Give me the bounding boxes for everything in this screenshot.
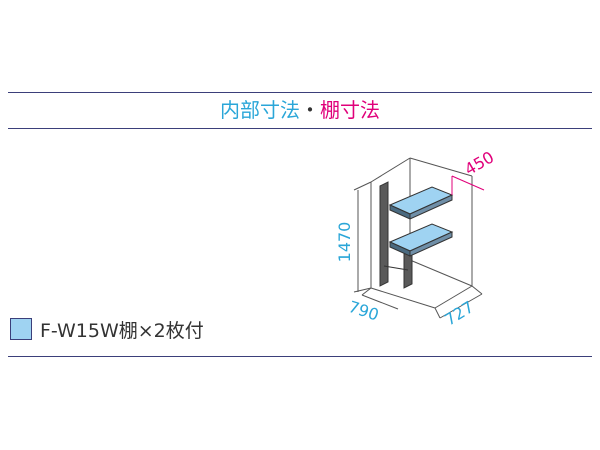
lower-shelf: [388, 223, 454, 257]
height-dimension-line: [353, 181, 372, 293]
title-internal-dimensions: 内部寸法: [220, 98, 300, 122]
depth-label: 727: [441, 297, 477, 329]
height-label: 1470: [335, 222, 354, 263]
width-dimension-line: [361, 287, 399, 310]
title-divider: [8, 128, 592, 129]
bottom-divider: [8, 356, 592, 357]
upper-shelf: [388, 186, 454, 220]
section-title: 内部寸法・棚寸法: [0, 96, 600, 124]
cabinet-outline: [370, 157, 473, 309]
storage-dimension-diagram: 1470 790 727 450: [335, 147, 497, 329]
shelf-color-swatch: [10, 318, 32, 340]
shelf-legend-label: F-W15W棚×2枚付: [40, 319, 204, 342]
title-shelf-dimensions: 棚寸法: [320, 98, 380, 122]
shelf-depth-dimension-line: [451, 175, 485, 195]
depth-dimension-line: [434, 285, 483, 319]
width-label: 790: [346, 297, 381, 325]
shelf-legend: F-W15W棚×2枚付: [10, 316, 204, 342]
top-divider: [8, 92, 592, 93]
title-separator: ・: [300, 98, 320, 122]
